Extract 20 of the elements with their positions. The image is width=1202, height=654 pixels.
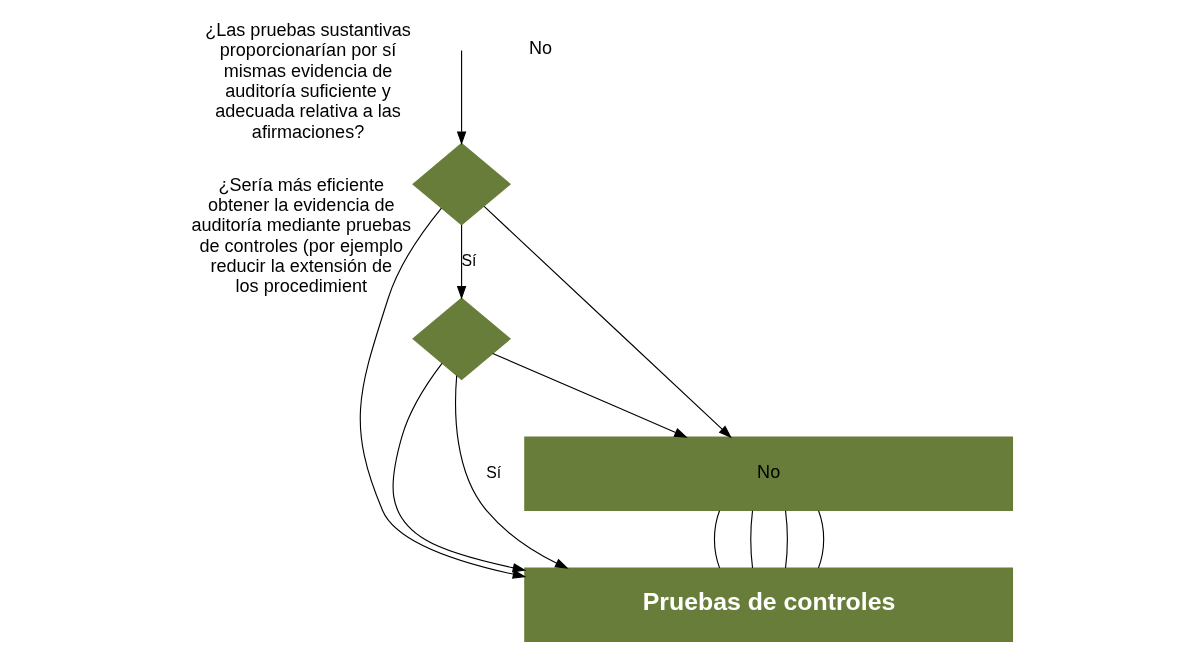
arrow bbox=[456, 224, 467, 300]
node-diamond bbox=[412, 297, 511, 381]
arrow bbox=[456, 49, 467, 145]
connector bbox=[784, 510, 788, 569]
node-label: ¿Las pruebas sustantivas proporcionarían por sí mismas evidencia de auditoría suficiente y adecuada relativa a las afirmaciones? bbox=[205, 20, 411, 142]
connector bbox=[750, 510, 754, 569]
arrow bbox=[492, 352, 688, 438]
node-box: Pruebas de controles bbox=[524, 567, 1014, 642]
label: No bbox=[529, 37, 553, 58]
arrow bbox=[359, 207, 527, 579]
connector bbox=[713, 510, 721, 569]
arrow bbox=[455, 375, 569, 569]
arrow bbox=[483, 205, 732, 439]
node-label: ¿Sería más eficiente obtener la evidencia de auditoría mediante pruebas de controles (por ejemplo reducir la extensión de los procedimient bbox=[191, 174, 412, 297]
node-diamond bbox=[412, 142, 511, 226]
edge-label: Sí bbox=[461, 251, 477, 269]
edge-label: Sí bbox=[486, 463, 502, 481]
node-box: No bbox=[524, 436, 1014, 511]
arrow bbox=[392, 362, 527, 573]
connector bbox=[817, 510, 825, 569]
